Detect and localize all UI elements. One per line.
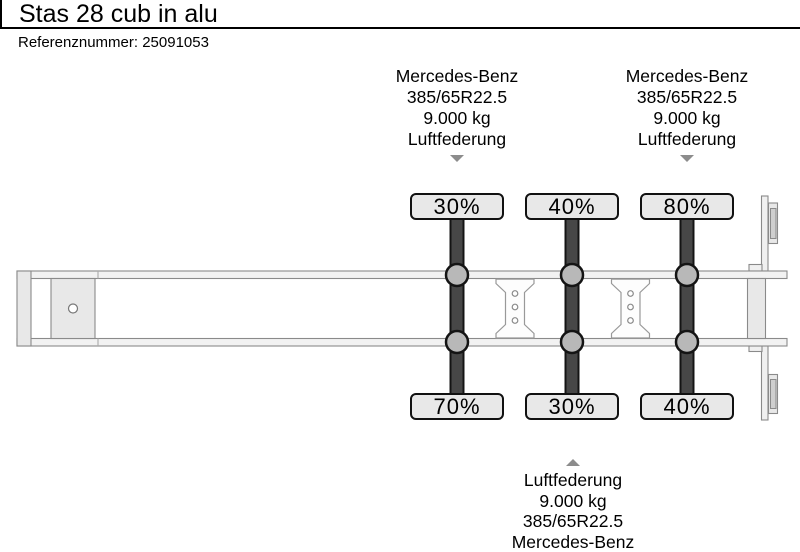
rear-post-bottom [760,345,769,421]
rear-light-plate-bottom [767,373,779,415]
axle-3-wheel-bottom [674,329,700,355]
axle-3-bar [679,214,695,399]
kingpin [67,303,79,314]
spec-brand: Mercedes-Benz [511,531,635,552]
spec-block-axle3: Mercedes-Benz 385/65R22.5 9.000 kg Luftf… [587,66,787,150]
reference-line: Referenznummer: 25091053 [18,35,209,51]
rear-bracket-top [748,263,763,272]
spec-axle-load: 9.000 kg [423,108,491,128]
tread-box-axle1-top: 30% [410,193,504,220]
rear-post-top [760,195,769,272]
cross-member-2 [610,278,651,339]
spec-suspension: Luftfederung [637,129,737,149]
tread-box-axle1-bottom: 70% [410,393,504,420]
axle-3 [674,214,700,399]
axle-1-wheel-top [444,262,470,288]
axle-3-wheel-top [674,262,700,288]
tread-box-axle2-bottom: 30% [525,393,619,420]
axle-2-bar [564,214,580,399]
spec-brand: Mercedes-Benz [625,66,749,86]
tread-box-axle3-top: 80% [640,193,734,220]
spec-block-axle2: Luftfederung 9.000 kg 385/65R22.5 Merced… [473,470,673,552]
axle-2-wheel-bottom [559,329,585,355]
cross-member-1 [495,278,535,339]
spec-brand: Mercedes-Benz [395,66,519,86]
top-rail [16,270,788,280]
arrow-up-icon [566,459,580,466]
tread-box-axle2-top: 40% [525,193,619,220]
spec-block-axle1: Mercedes-Benz 385/65R22.5 9.000 kg Luftf… [357,66,557,150]
spec-suspension: Luftfederung [407,129,507,149]
spec-tyre-size: 385/65R22.5 [522,511,624,531]
spec-tyre-size: 385/65R22.5 [406,87,508,107]
spec-axle-load: 9.000 kg [539,490,607,511]
axle-2-wheel-top [559,262,585,288]
rear-crossbar [746,277,767,340]
axle-1-bar [449,214,465,399]
rear-light-plate-top [767,202,779,245]
rear-bracket-bottom [748,345,763,353]
axle-1 [444,214,470,399]
reference-number: 25091053 [142,34,209,51]
bottom-rail [16,337,788,347]
arrow-down-icon [450,155,464,162]
tread-box-axle3-bottom: 40% [640,393,734,420]
page-title: Stas 28 cub in alu [19,0,218,28]
arrow-down-icon [680,155,694,162]
kingpin-plate [50,277,96,340]
spec-suspension: Luftfederung [523,470,623,490]
chassis-frame [16,270,788,347]
header: Stas 28 cub in alu [0,0,800,29]
reference-label: Referenznummer: [18,34,139,51]
rear-bumper [748,195,779,421]
axle-2 [559,214,585,399]
front-end-cap [16,270,32,347]
spec-tyre-size: 385/65R22.5 [636,87,738,107]
spec-axle-load: 9.000 kg [653,108,721,128]
axle-1-wheel-bottom [444,329,470,355]
